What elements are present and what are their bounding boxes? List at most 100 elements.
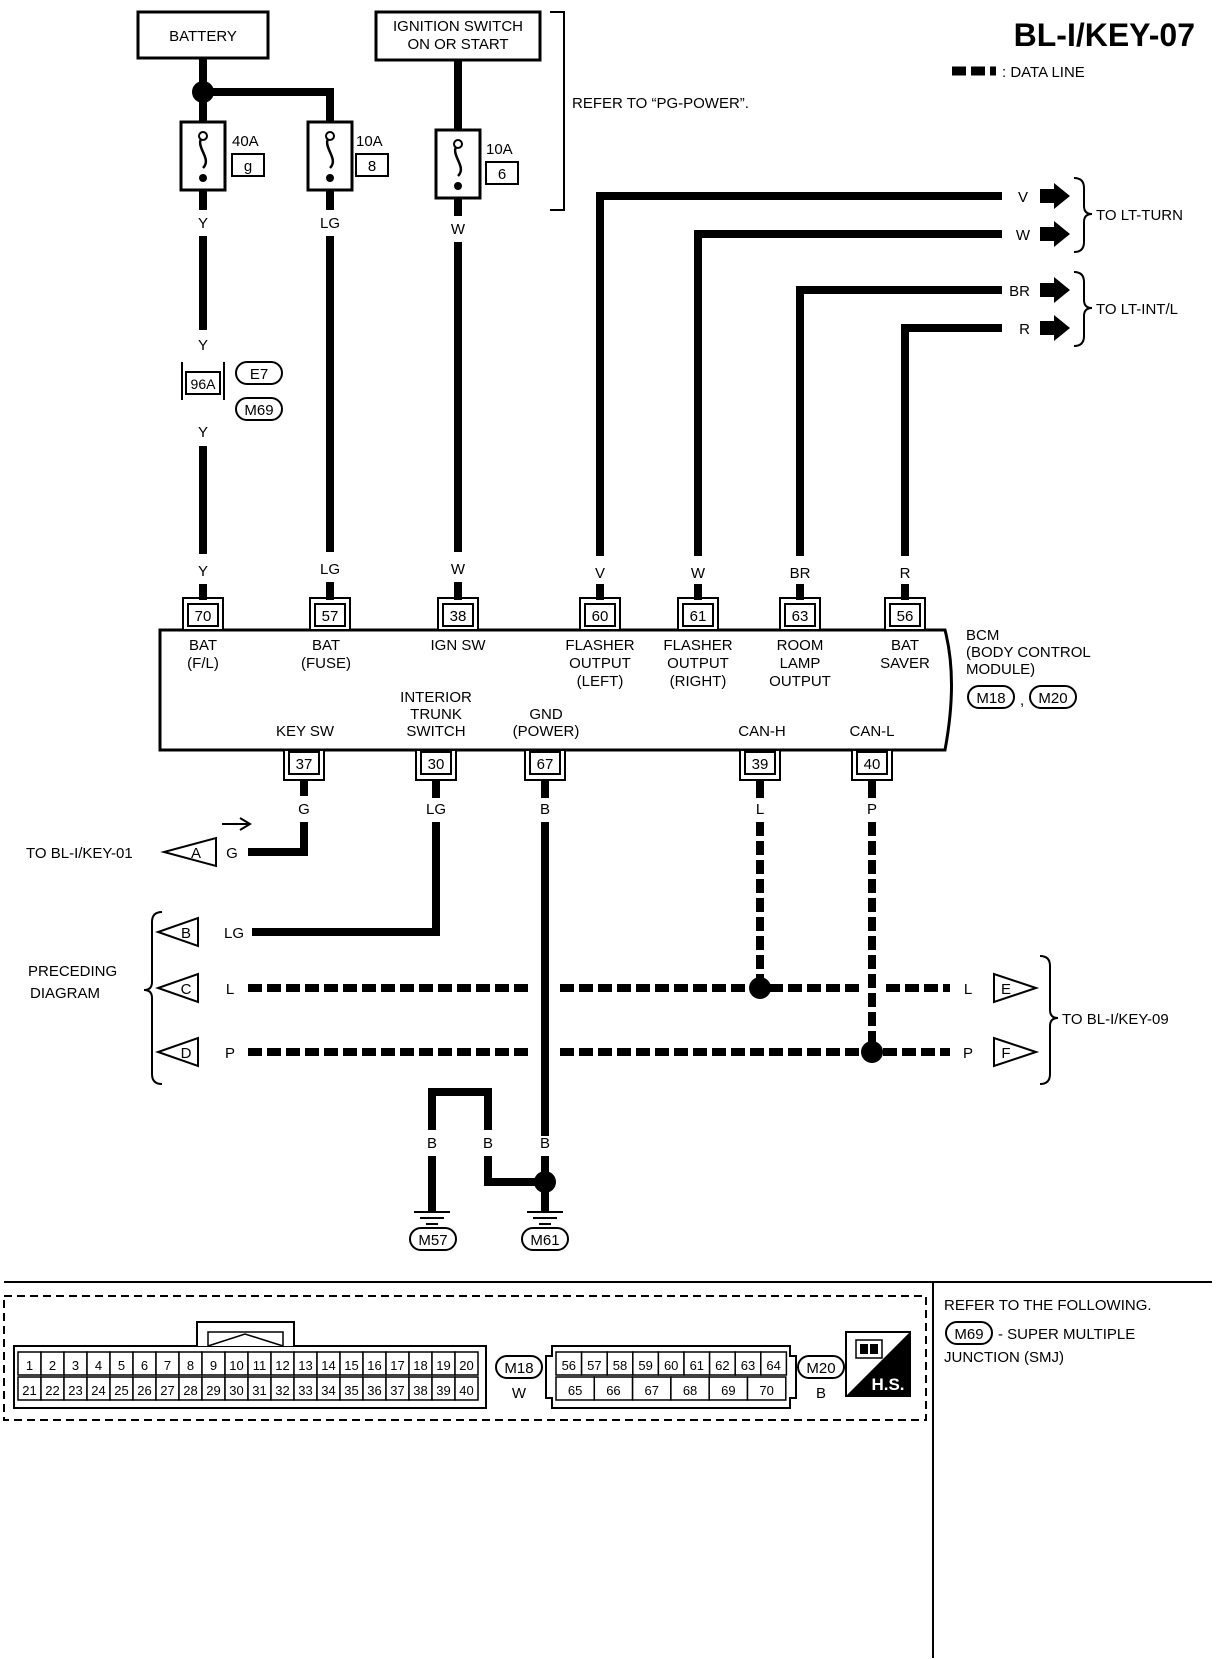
m18-pin-30: 30 xyxy=(229,1383,243,1398)
m18-pin-11: 11 xyxy=(253,1358,267,1373)
m18-pin-2: 2 xyxy=(49,1358,56,1373)
m18-pin-40-cell xyxy=(454,1376,479,1401)
pin-57: 57 xyxy=(322,608,339,625)
wire-l-can: L xyxy=(756,801,764,818)
wire-b-g1: B xyxy=(427,1135,437,1152)
m20-pin-64: 64 xyxy=(766,1358,780,1373)
to-bl-key-01: TO BL-I/KEY-01 xyxy=(26,845,133,862)
connector-m20-id: M20 xyxy=(806,1360,835,1377)
out-r-label: R xyxy=(1019,321,1030,338)
wire-r-out: R xyxy=(900,565,911,582)
svg-text:GND: GND xyxy=(529,706,563,723)
data-line-legend-label: : DATA LINE xyxy=(1002,64,1085,81)
m18-pin-3: 3 xyxy=(72,1358,79,1373)
to-lt-turn: TO LT-TURN xyxy=(1096,207,1183,224)
m18-pin-35: 35 xyxy=(344,1383,358,1398)
wire-y-4: Y xyxy=(198,563,208,580)
can-h-splice xyxy=(749,977,771,999)
bcm-name-2: (BODY CONTROL xyxy=(966,644,1091,661)
bcm-module xyxy=(158,628,953,752)
m18-pin-19: 19 xyxy=(436,1358,450,1373)
connector-e-letter: E xyxy=(1001,981,1011,998)
svg-text:TRUNK: TRUNK xyxy=(410,706,462,723)
wire-y-3: Y xyxy=(198,424,208,441)
m18-pin-34: 34 xyxy=(321,1383,335,1398)
junction-96a: 96A E7 M69 xyxy=(181,361,283,421)
fuse-10a-6: 10A 6 xyxy=(434,128,519,200)
hs-label: H.S. xyxy=(871,1375,904,1394)
svg-text:ROOM: ROOM xyxy=(777,637,824,654)
preceding-label-2: DIAGRAM xyxy=(30,985,100,1002)
wire-lg-1: LG xyxy=(320,215,340,232)
m18-pin-32: 32 xyxy=(275,1383,289,1398)
bl-key-09-brace xyxy=(1039,955,1059,1085)
m20-pin-59: 59 xyxy=(638,1358,652,1373)
battery-box xyxy=(136,10,270,60)
m18-pin-12: 12 xyxy=(275,1358,289,1373)
wire-l-e: L xyxy=(964,981,972,998)
svg-text:CAN-H: CAN-H xyxy=(738,723,786,740)
m18-pin-27: 27 xyxy=(160,1383,174,1398)
wire-w-2: W xyxy=(451,561,466,578)
pin-30: 30 xyxy=(428,756,445,773)
m18-pin-6: 6 xyxy=(141,1358,148,1373)
m18-pin-22: 22 xyxy=(45,1383,59,1398)
pin-38: 38 xyxy=(450,608,467,625)
wire-w-out: W xyxy=(691,565,706,582)
to-lt-intl: TO LT-INT/L xyxy=(1096,301,1178,318)
svg-text:BAT: BAT xyxy=(312,637,340,654)
m18-pin-38: 38 xyxy=(413,1383,427,1398)
svg-text:LAMP: LAMP xyxy=(780,655,821,672)
m18-pin-14: 14 xyxy=(321,1358,335,1373)
m20-pin-66: 66 xyxy=(606,1383,620,1398)
hs-symbol: H.S. xyxy=(845,1331,911,1397)
m18-pin-17: 17 xyxy=(390,1358,404,1373)
m18-pin-23: 23 xyxy=(68,1383,82,1398)
bcm-conn-sep: , xyxy=(1020,692,1024,709)
m18-pin-8: 8 xyxy=(187,1358,194,1373)
ground-m61-symbol: M61 xyxy=(521,1211,569,1251)
fuse-10a-8: 10A 8 xyxy=(306,120,389,192)
connector-c xyxy=(154,972,199,1004)
svg-text:KEY SW: KEY SW xyxy=(276,723,335,740)
wire-lg-b: LG xyxy=(224,925,244,942)
m20-pin-62: 62 xyxy=(715,1358,729,1373)
svg-text:SWITCH: SWITCH xyxy=(406,723,465,740)
bcm-name-1: BCM xyxy=(966,627,999,644)
m18-pin-21: 21 xyxy=(22,1383,36,1398)
svg-text:IGN SW: IGN SW xyxy=(431,637,487,654)
connector-m18-color: W xyxy=(512,1385,527,1402)
wire-p-d: P xyxy=(225,1045,235,1062)
pin-39: 39 xyxy=(752,756,769,773)
m18-pin-10: 10 xyxy=(229,1358,243,1373)
arrow-br xyxy=(1040,277,1070,303)
svg-text:OUTPUT: OUTPUT xyxy=(667,655,729,672)
wire-p-can: P xyxy=(867,801,877,818)
m20-pin-60: 60 xyxy=(664,1358,678,1373)
m18-pin-15: 15 xyxy=(344,1358,358,1373)
m18-pin-13: 13 xyxy=(298,1358,312,1373)
pin-61: 61 xyxy=(690,608,707,625)
arrow-r xyxy=(1040,315,1070,341)
bcm-conn-m18: M18 xyxy=(976,690,1005,707)
svg-text:INTERIOR: INTERIOR xyxy=(400,689,472,706)
pin-67: 67 xyxy=(537,756,554,773)
m20-pin-57: 57 xyxy=(587,1358,601,1373)
pin-37: 37 xyxy=(296,756,313,773)
wire-lg-2: LG xyxy=(320,561,340,578)
m18-pin-25: 25 xyxy=(114,1383,128,1398)
m20-pin-70: 70 xyxy=(759,1383,773,1398)
refer-pg-power: REFER TO “PG-POWER”. xyxy=(572,95,749,112)
m18-pin-1: 1 xyxy=(26,1358,33,1373)
pin-40: 40 xyxy=(864,756,881,773)
out-v-label: V xyxy=(1018,189,1028,206)
svg-text:(FUSE): (FUSE) xyxy=(301,655,351,672)
m18-pin-9: 9 xyxy=(210,1358,217,1373)
svg-text:OUTPUT: OUTPUT xyxy=(769,673,831,690)
svg-text:(F/L): (F/L) xyxy=(187,655,219,672)
ground-m57: M57 xyxy=(418,1232,447,1249)
bcm-bottom-pins: 37 30 67 39 40 xyxy=(283,749,893,781)
lt-turn-brace xyxy=(1073,177,1093,253)
connector-a-letter: A xyxy=(191,845,201,862)
battery-label: BATTERY xyxy=(169,28,237,45)
